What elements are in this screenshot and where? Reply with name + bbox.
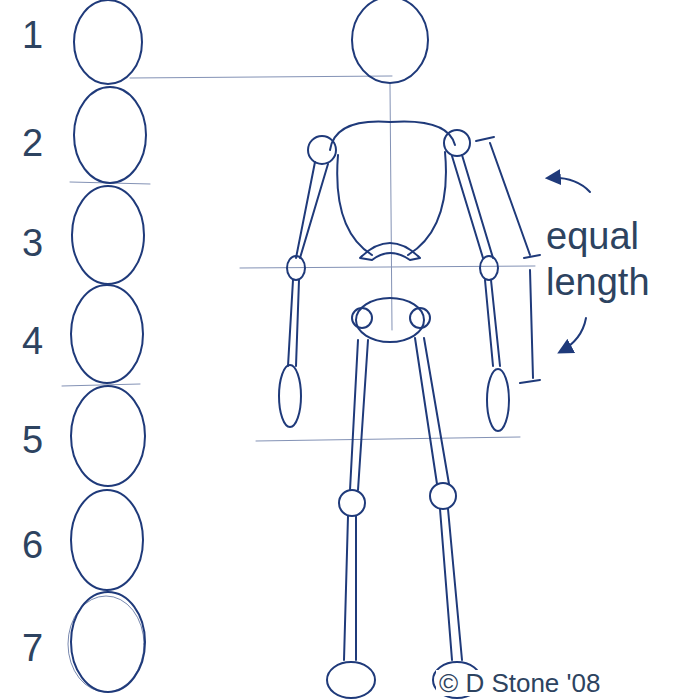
dimension-note: equal length (546, 214, 694, 305)
callout-number: 2 (22, 124, 43, 162)
watermark: © D Stone '08 (436, 670, 603, 696)
callout-number: 3 (22, 224, 43, 262)
guide-lines (62, 76, 535, 441)
dimension-bracket (476, 137, 590, 383)
callout-number: 1 (22, 16, 43, 54)
figure (279, 0, 509, 698)
head-column (68, 0, 146, 692)
callout-number: 5 (22, 421, 43, 459)
callout-number: 6 (22, 526, 43, 564)
callout-number: 4 (22, 322, 43, 360)
callout-number: 7 (22, 629, 43, 667)
